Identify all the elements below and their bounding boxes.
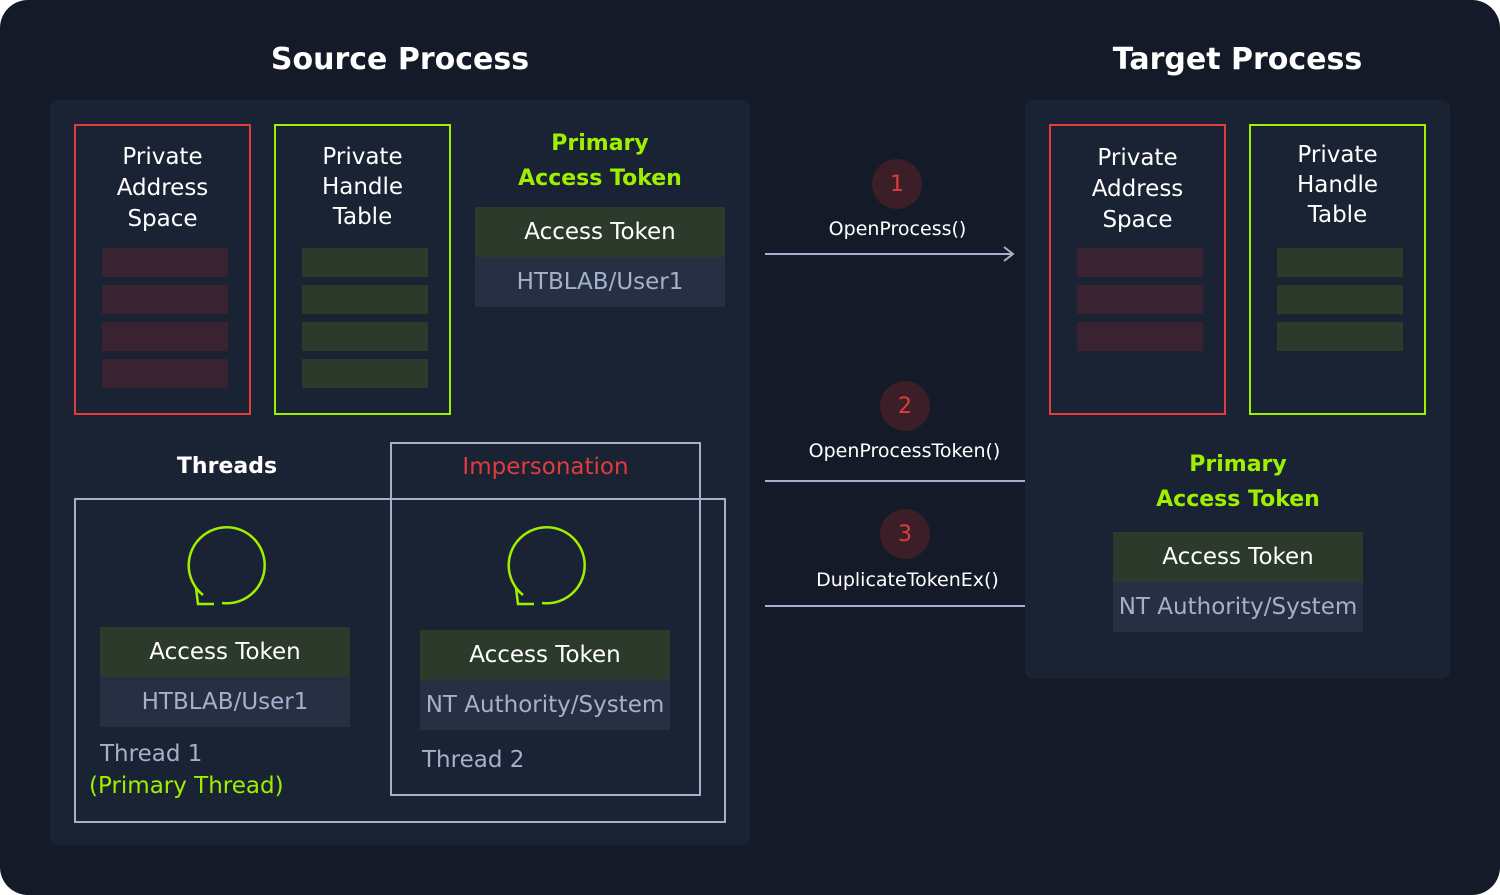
thread2-name: Thread 2 [422,747,525,773]
target-address-space-label: Private Address Space [1091,145,1184,233]
source-primary-token-title-line2: Access Token [518,166,682,191]
target-primary-token-header: Access Token [1113,532,1363,582]
memory-block [102,322,228,351]
target-primary-token-user: NT Authority/System [1113,582,1363,632]
step-3-label: DuplicateTokenEx() [816,569,999,591]
step-1-label: OpenProcess() [828,218,967,240]
target-handle-table-label: Private Handle Table [1296,142,1379,228]
source-handle-table-box: Private Handle Table [274,124,451,415]
memory-block [1077,248,1203,277]
thread1-name: Thread 1 [100,741,203,767]
step-3-badge: 3 [880,509,930,559]
handle-entry [302,248,428,277]
handle-entry [1277,285,1403,314]
refresh-circle-arrow-icon [507,526,586,606]
handle-entry [302,359,428,388]
impersonation-label: Impersonation [462,454,629,480]
source-process-title: Source Process [270,42,530,77]
impersonation-box [390,442,701,796]
thread1-token-header: Access Token [100,627,350,677]
step-2-badge: 2 [880,381,930,431]
thread2-token-header: Access Token [420,630,670,680]
memory-block [102,359,228,388]
target-process-title: Target Process [1112,42,1363,77]
thread2-token-user: NT Authority/System [420,680,670,730]
memory-block [1077,322,1203,351]
source-primary-token-title-line1: Primary [551,131,649,156]
thread1-note: (Primary Thread) [89,773,284,799]
step-1-badge: 1 [872,159,922,209]
memory-block [102,285,228,314]
source-primary-token-header: Access Token [475,207,725,257]
threads-label: Threads [176,454,278,479]
source-handle-table-label: Private Handle Table [321,144,404,230]
memory-block [102,248,228,277]
thread1-token-user: HTBLAB/User1 [100,677,350,727]
step-2-label: OpenProcessToken() [808,440,1001,462]
memory-block [1077,285,1203,314]
threads-container [74,498,726,823]
target-primary-token-title: Primary Access Token [1113,447,1363,517]
source-address-space-label: Private Address Space [116,144,209,232]
source-primary-token-title: Primary Access Token [475,126,725,196]
handle-entry [1277,248,1403,277]
source-primary-token-user: HTBLAB/User1 [475,257,725,307]
handle-entry [302,285,428,314]
target-primary-token-title-line1: Primary [1189,452,1287,477]
refresh-circle-arrow-icon [187,526,266,606]
source-address-space-box: Private Address Space [74,124,251,415]
target-primary-token-title-line2: Access Token [1156,487,1320,512]
step-1-arrow-head [1003,246,1015,262]
handle-entry [302,322,428,351]
target-address-space-box: Private Address Space [1049,124,1226,415]
target-handle-table-box: Private Handle Table [1249,124,1426,415]
handle-entry [1277,322,1403,351]
